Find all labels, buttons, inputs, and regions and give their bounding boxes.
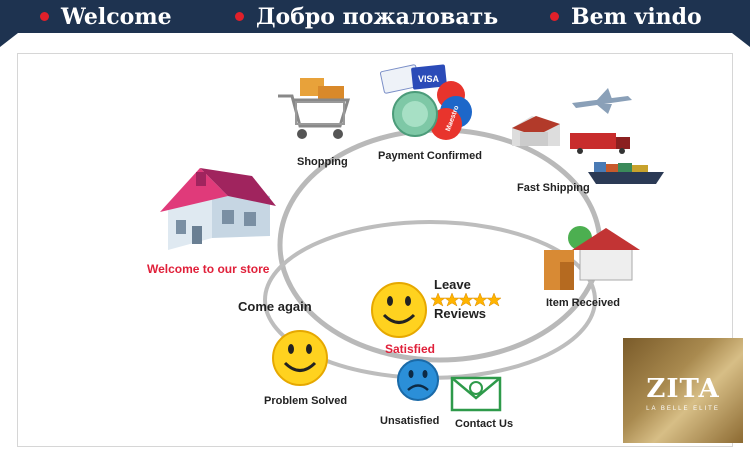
step-shopping: Shopping [297,156,348,168]
visa-card-label: VISA [418,74,440,84]
welcome-store-label: Welcome to our store [147,262,270,276]
zita-logo: ZITA LA BELLE ELITE [623,338,743,443]
mail-envelope-icon [450,376,502,412]
banner-welcome-pt: Bem vindo [550,4,702,30]
bullet-icon [40,12,49,21]
five-star-rating-icon [430,292,502,307]
problem-solved-label: Problem Solved [264,395,348,407]
unsatisfied-label: Unsatisfied [380,415,440,427]
airplane-icon [572,88,632,114]
satisfied-smiley-icon [371,282,427,338]
banner-text: Bem vindo [571,3,702,30]
satisfied-label: Satisfied [385,342,436,356]
banner-text: Добро пожаловать [256,3,499,30]
shopping-cart-icon [278,78,351,139]
come-again-label: Come again [238,299,312,314]
warehouse-icon [512,116,560,146]
bullet-icon [235,12,244,21]
bullet-icon [550,12,559,21]
welcome-banner: Welcome Добро пожаловать Bem vindo [0,0,750,33]
problem-solved-smiley-icon [272,330,328,386]
banner-welcome-ru: Добро пожаловать [235,4,498,30]
store-house-icon [160,168,276,250]
banner-corner-left [0,33,18,47]
logo-name: ZITA [646,374,720,404]
step-item-received: Item Received [546,297,620,309]
step-payment-confirmed: Payment Confirmed [378,150,482,162]
banner-corner-right [732,33,750,47]
logo-tagline: LA BELLE ELITE [646,406,720,412]
unsatisfied-face-icon [397,359,439,401]
contact-us-label: Contact Us [455,418,514,430]
step-fast-shipping: Fast Shipping [517,182,590,194]
truck-icon [570,133,630,154]
leave-label: Leave [434,277,471,292]
cargo-ship-icon [588,162,664,184]
banner-text: Welcome [61,3,172,30]
reviews-label: Reviews [434,306,487,321]
payment-cards-icon: VISA Maestro [379,64,472,140]
delivered-house-icon [544,226,640,290]
banner-welcome-en: Welcome [40,4,172,30]
